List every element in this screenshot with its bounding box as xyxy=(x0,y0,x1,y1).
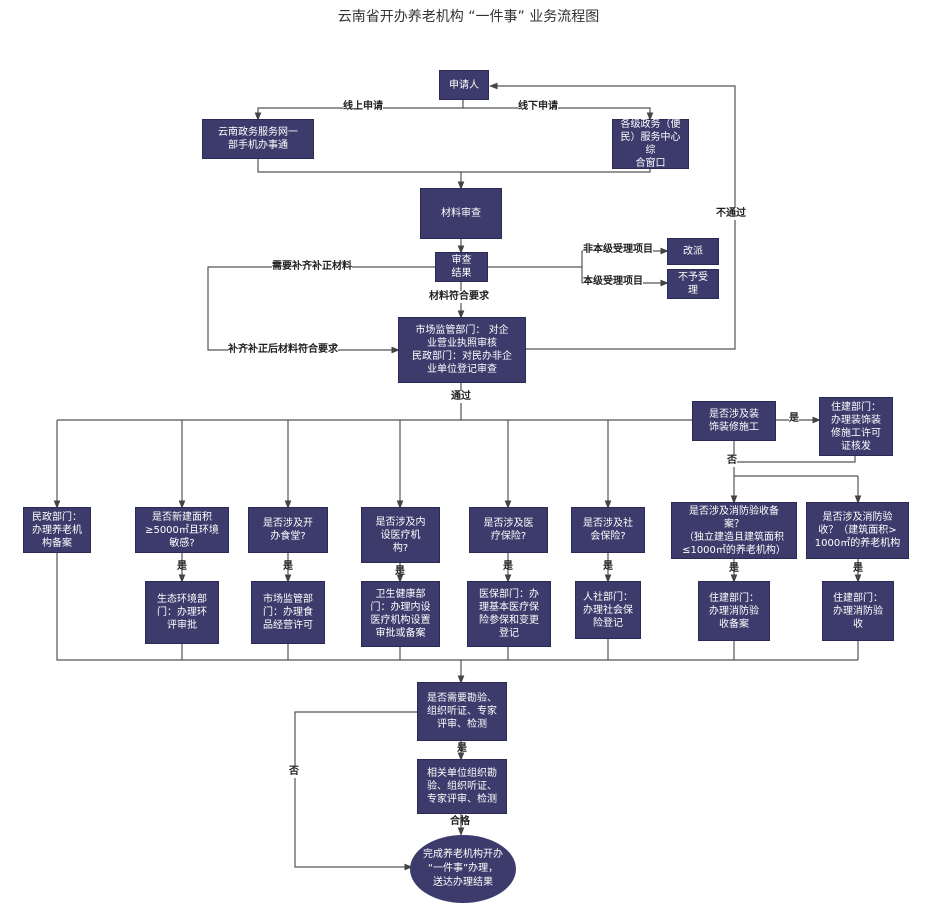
canteen-question-box: 是否涉及开 办食堂? xyxy=(249,508,327,552)
online-channel-box: 云南政务服务网一 部手机办事通 xyxy=(203,120,313,158)
health-dept-box: 卫生健康部 门：办理内设 医疗机构设置 审批或备案 xyxy=(362,582,439,646)
offline-label: 线下申请 xyxy=(518,101,558,113)
decoration-yes-label: 是 xyxy=(789,413,799,425)
supplement-label: 需要补齐补正材料 xyxy=(272,261,352,273)
survey-action-box: 相关单位组织勘 验、组织听证、 专家评审、检测 xyxy=(418,760,506,813)
environment-question-box: 是否新建面积 ≥5000㎡且环境 敏感? xyxy=(136,508,228,552)
fire-record-yes-label: 是 xyxy=(729,563,739,574)
civil-affairs-record-box: 民政部门： 办理养老机 构备案 xyxy=(24,508,90,552)
fire-accept-yes-label: 是 xyxy=(853,563,863,574)
hr-dept-box: 人社部门： 办理社会保 险登记 xyxy=(576,582,640,638)
medical-ins-yes-label: 是 xyxy=(503,561,513,572)
transfer-box: 改派 xyxy=(668,239,718,264)
review-result-box: 审查 结果 xyxy=(436,253,487,281)
social-yes-label: 是 xyxy=(603,561,613,572)
env-yes-label: 是 xyxy=(177,561,187,572)
connector xyxy=(734,455,856,463)
passed-label: 通过 xyxy=(451,391,471,403)
market-food-license-box: 市场监管部 门：办理食 品经营许可 xyxy=(252,582,324,643)
survey-no-label: 否 xyxy=(289,766,299,778)
decoration-question-box: 是否涉及装 饰装修施工 xyxy=(693,402,775,440)
medical-institution-question-box: 是否涉及内 设医疗机 构? xyxy=(362,508,439,562)
reject-box: 不予受 理 xyxy=(668,270,718,298)
environment-dept-box: 生态环境部 门：办理环 评审批 xyxy=(146,582,218,643)
page-title: 云南省开办养老机构 “一件事” 业务流程图 xyxy=(337,9,600,25)
non-local-label: 非本级受理项目 xyxy=(583,244,653,256)
meets-requirement-label: 材料符合要求 xyxy=(429,291,489,303)
survey-yes-label: 是 xyxy=(457,743,467,754)
applicant-box: 申请人 xyxy=(440,71,488,99)
connector xyxy=(257,158,651,173)
survey-question-box: 是否需要勘验、 组织听证、专家 评审、检测 xyxy=(418,683,506,740)
decoration-no-label: 否 xyxy=(727,455,737,467)
housing-fire-acceptance-box: 住建部门： 办理消防验 收 xyxy=(823,582,893,640)
resubmit-label: 补齐补正后材料符合要求 xyxy=(228,344,338,356)
market-civil-review-box: 市场监管部门： 对企 业营业执照审核 民政部门：对民办非企 业单位登记审查 xyxy=(399,318,525,382)
online-label: 线上申请 xyxy=(343,101,383,113)
canteen-yes-label: 是 xyxy=(283,561,293,572)
social-insurance-question-box: 是否涉及社 会保险? xyxy=(572,508,644,552)
medical-security-dept-box: 医保部门：办 理基本医疗保 险参保和变更 登记 xyxy=(468,582,550,646)
connector xyxy=(294,711,418,871)
medical-inst-yes-label: 是 xyxy=(395,566,405,577)
qualified-label: 合格 xyxy=(450,816,470,827)
housing-decoration-permit-box: 住建部门： 办理装饰装 修施工许可 证核发 xyxy=(820,398,892,455)
connector xyxy=(56,552,858,661)
fail-label: 不通过 xyxy=(716,208,746,220)
fire-record-question-box: 是否涉及消防验收备 案？ （独立建造且建筑面积 ≤1000㎡的养老机构） xyxy=(672,503,796,558)
material-review-box: 材料审查 xyxy=(421,189,501,238)
housing-fire-record-box: 住建部门： 办理消防验 收备案 xyxy=(699,582,769,640)
medical-insurance-question-box: 是否涉及医 疗保险? xyxy=(470,508,547,552)
fire-acceptance-question-box: 是否涉及消防验 收？（建筑面积> 1000㎡的养老机构 xyxy=(807,503,908,558)
offline-channel-box: 各级政务（便 民）服务中心综 合窗口 xyxy=(613,119,688,169)
finish-ellipse: 完成养老机构开办 “一件事”办理， 送达办理结果 xyxy=(410,835,516,903)
local-label: 本级受理项目 xyxy=(583,276,643,288)
